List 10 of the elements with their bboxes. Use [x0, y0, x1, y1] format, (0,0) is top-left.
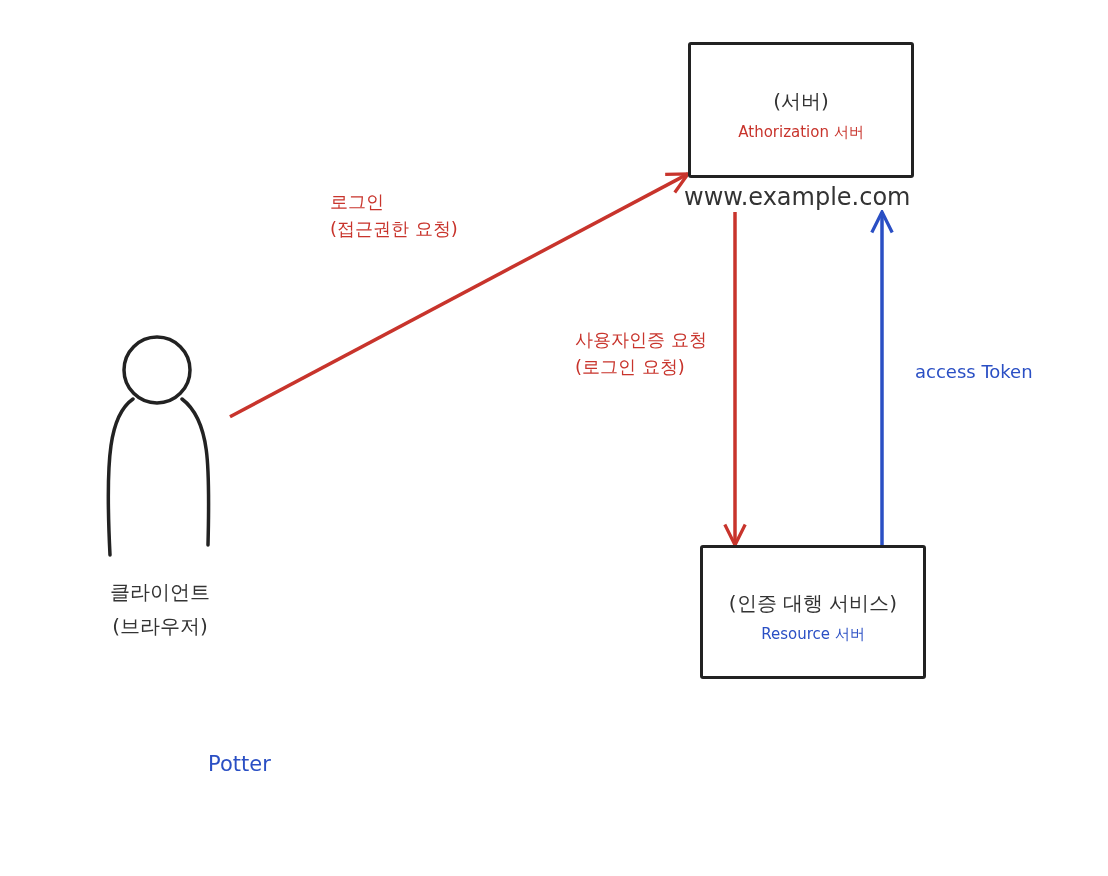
- arrow: [723, 212, 747, 547]
- box-title: (서버): [773, 88, 829, 115]
- person-caption: 클라이언트 (브라우저): [109, 579, 211, 640]
- box-subtitle: Athorization 서버: [738, 123, 864, 142]
- name-label: Potter: [208, 752, 271, 776]
- web-address: www.example.com: [684, 182, 911, 212]
- arrow: [870, 210, 894, 545]
- box-subtitle: Resource 서버: [761, 625, 865, 644]
- arrow: [229, 172, 690, 419]
- box-title: (인증 대행 서비스): [728, 590, 898, 617]
